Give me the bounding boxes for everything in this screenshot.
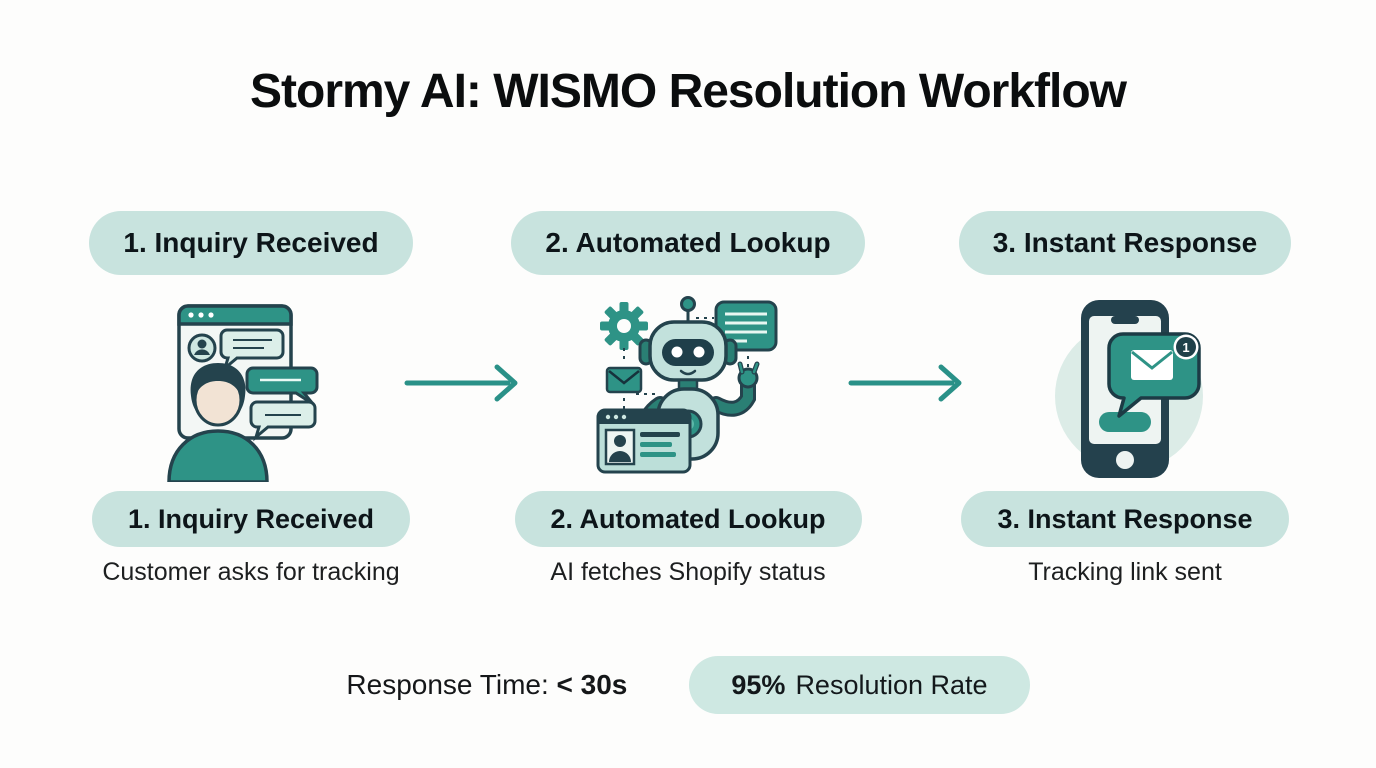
flow-arrow-1-icon (404, 364, 518, 402)
step1-description: Customer asks for tracking (102, 558, 400, 586)
profile-card-icon (596, 408, 692, 474)
step3-description: Tracking link sent (1028, 558, 1222, 586)
step-inquiry-received: 1. Inquiry Received (71, 211, 431, 587)
step1-top-pill: 1. Inquiry Received (89, 211, 413, 275)
step-instant-response: 3. Instant Response (945, 211, 1305, 587)
step2-description: AI fetches Shopify status (550, 558, 826, 586)
step1-illustration-wrap (141, 292, 361, 482)
resolution-rate-value: 95% (731, 669, 786, 700)
step2-top-pill: 2. Automated Lookup (511, 211, 865, 275)
response-time-text: Response Time: < 30s (346, 669, 627, 701)
resolution-rate-label: Resolution Rate (795, 669, 988, 700)
step3-illustration-wrap: 1 (1015, 292, 1235, 482)
phone-notification-illustration-icon: 1 (1055, 300, 1203, 478)
step2-illustration-wrap (578, 292, 798, 482)
ai-robot-illustration-icon (596, 296, 778, 474)
notification-bubble-icon: 1 (1107, 332, 1201, 418)
footer-stats: Response Time: < 30s 95% Resolution Rate (0, 656, 1376, 714)
svg-text:1: 1 (1182, 340, 1189, 355)
response-time-value: < 30s (556, 669, 628, 700)
step1-bottom-pill: 1. Inquiry Received (91, 491, 411, 547)
mail-icon (605, 366, 643, 394)
customer-chat-illustration-icon (167, 304, 319, 482)
page-title: Stormy AI: WISMO Resolution Workflow (250, 65, 1127, 118)
step2-bottom-pill: 2. Automated Lookup (514, 491, 862, 547)
notification-badge: 1 (1173, 334, 1199, 360)
gear-icon (600, 302, 648, 350)
step3-bottom-pill: 3. Instant Response (961, 491, 1289, 547)
resolution-rate-pill: 95% Resolution Rate (689, 656, 1030, 714)
flow-arrow-2-icon (848, 364, 962, 402)
workflow-steps: 1. Inquiry Received (71, 211, 1305, 587)
step3-top-pill: 3. Instant Response (958, 211, 1292, 275)
step-automated-lookup: 2. Automated Lookup (508, 211, 868, 587)
response-time-label: Response Time: (346, 669, 549, 700)
